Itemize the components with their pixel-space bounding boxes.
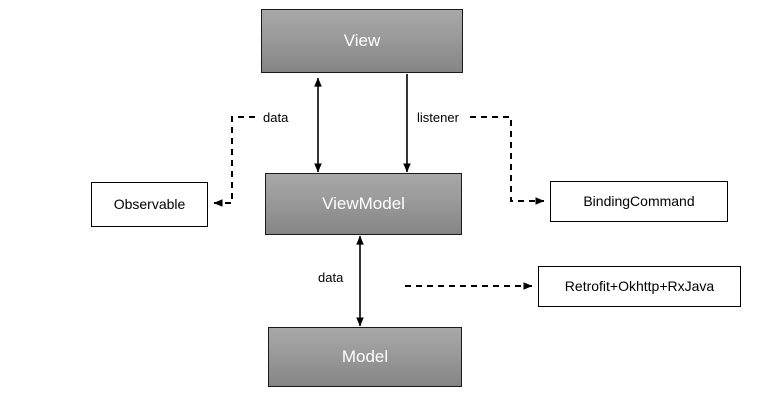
- edge-listener-bindingcommand: [470, 116, 545, 205]
- edge-label-data-bottom: data: [318, 270, 344, 285]
- edge-data-observable: [213, 116, 255, 207]
- node-bindingcommand[interactable]: BindingCommand: [550, 181, 728, 222]
- node-viewmodel-label: ViewModel: [322, 194, 405, 214]
- node-bindingcommand-label: BindingCommand: [583, 193, 695, 210]
- edge-label-data-top: data: [263, 110, 289, 125]
- node-model-label: Model: [341, 347, 389, 367]
- node-view[interactable]: View: [261, 9, 463, 73]
- node-viewmodel[interactable]: ViewModel: [265, 173, 462, 235]
- node-retrofit[interactable]: Retrofit+Okhttp+RxJava: [538, 266, 741, 307]
- node-view-label: View: [343, 31, 381, 51]
- node-model[interactable]: Model: [268, 327, 462, 387]
- node-observable[interactable]: Observable: [91, 182, 208, 227]
- node-observable-label: Observable: [113, 196, 186, 213]
- edge-label-listener: listener: [417, 110, 459, 125]
- node-retrofit-label: Retrofit+Okhttp+RxJava: [564, 278, 715, 295]
